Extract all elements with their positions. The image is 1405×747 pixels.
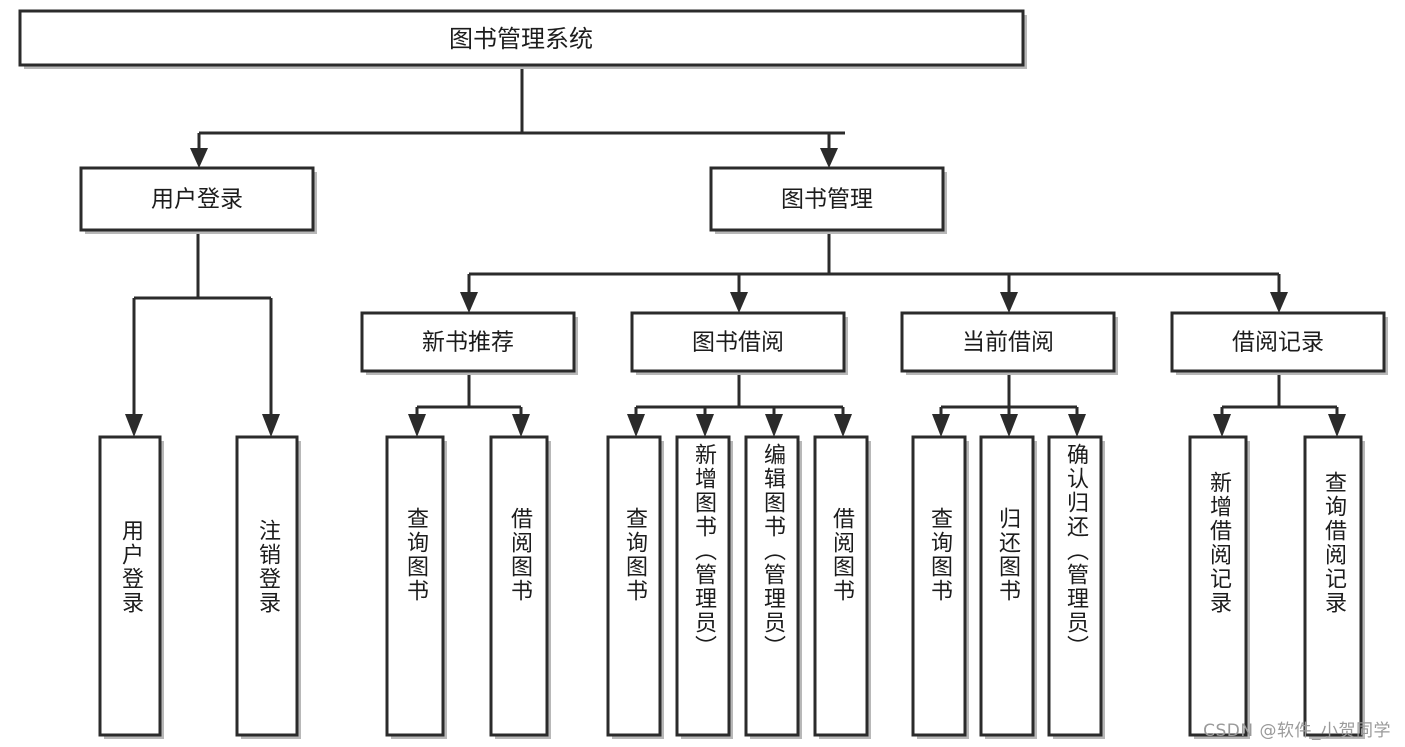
node-root[interactable]: 图书管理系统 bbox=[18, 9, 1027, 69]
node-book-management[interactable]: 图书管理 bbox=[709, 166, 947, 234]
node-user-login-label: 用户登录 bbox=[151, 187, 243, 213]
leaf-edit-book-admin-rect[interactable] bbox=[744, 435, 800, 737]
arrow-head-book-borrow bbox=[730, 292, 748, 313]
arrow-head-user-login bbox=[190, 148, 208, 168]
node-book-borrow-label: 图书借阅 bbox=[692, 330, 784, 356]
node-book-borrow[interactable]: 图书借阅 bbox=[630, 311, 848, 375]
node-root-rect bbox=[18, 9, 1025, 67]
node-book-management-rect bbox=[709, 166, 945, 232]
leaf-query-book-rec-rect[interactable] bbox=[385, 435, 445, 737]
node-current-borrow[interactable]: 当前借阅 bbox=[900, 311, 1118, 375]
arrow-head-leaf-query-book-borrow bbox=[627, 414, 645, 437]
arrow-head-leaf-edit-book-admin bbox=[765, 414, 783, 437]
node-current-borrow-rect bbox=[900, 311, 1116, 373]
node-user-login[interactable]: 用户登录 bbox=[79, 166, 317, 234]
leaf-confirm-return-admin-rect[interactable] bbox=[1047, 435, 1103, 737]
connector-layer bbox=[125, 66, 1346, 437]
arrow-head-leaf-borrow-book-rec bbox=[512, 414, 530, 437]
arrow-head-leaf-return-book bbox=[1000, 414, 1018, 437]
arrow-head-leaf-user-logout bbox=[262, 414, 280, 437]
leaf-user-login-rect[interactable] bbox=[98, 435, 162, 737]
leaf-borrow-book-rect[interactable] bbox=[813, 435, 869, 737]
arrow-head-current-borrow bbox=[1000, 292, 1018, 313]
arrow-head-leaf-add-borrow-record bbox=[1213, 414, 1231, 437]
arrow-head-new-book-recommend bbox=[460, 292, 478, 313]
node-new-book-recommend-rect bbox=[360, 311, 576, 373]
node-book-borrow-rect bbox=[630, 311, 846, 373]
leaf-query-book-current-rect[interactable] bbox=[911, 435, 967, 737]
node-user-login-rect bbox=[79, 166, 315, 232]
node-new-book-recommend[interactable]: 新书推荐 bbox=[360, 311, 578, 375]
arrow-head-leaf-add-book-admin bbox=[696, 414, 714, 437]
arrow-head-leaf-borrow-book bbox=[834, 414, 852, 437]
arrow-head-book-management bbox=[820, 148, 838, 168]
node-book-management-label: 图书管理 bbox=[781, 187, 873, 213]
leaf-borrow-book-rec-rect[interactable] bbox=[489, 435, 549, 737]
arrow-head-leaf-query-book-rec bbox=[408, 414, 426, 437]
node-borrow-record[interactable]: 借阅记录 bbox=[1170, 311, 1388, 375]
arrow-head-leaf-user-login bbox=[125, 414, 143, 437]
leaf-query-book-borrow-rect[interactable] bbox=[606, 435, 662, 737]
arrow-head-leaf-confirm-return-admin bbox=[1068, 414, 1086, 437]
leaf-return-book-rect[interactable] bbox=[979, 435, 1035, 737]
node-root-label: 图书管理系统 bbox=[449, 25, 593, 53]
node-borrow-record-rect bbox=[1170, 311, 1386, 373]
arrow-head-leaf-query-book-current bbox=[932, 414, 950, 437]
leaf-add-book-admin-rect[interactable] bbox=[675, 435, 731, 737]
arrow-head-leaf-query-borrow-record bbox=[1328, 414, 1346, 437]
leaf-add-borrow-record-rect[interactable] bbox=[1188, 435, 1248, 737]
leaf-query-borrow-record-rect[interactable] bbox=[1303, 435, 1363, 737]
node-current-borrow-label: 当前借阅 bbox=[962, 330, 1054, 356]
leaf-user-logout-rect[interactable] bbox=[235, 435, 299, 737]
leaf-box-group bbox=[98, 435, 1365, 739]
node-new-book-recommend-label: 新书推荐 bbox=[422, 330, 514, 356]
arrow-head-borrow-record bbox=[1270, 292, 1288, 313]
node-borrow-record-label: 借阅记录 bbox=[1232, 330, 1324, 356]
csdn-watermark: CSDN @软件_小贺同学 bbox=[1203, 721, 1391, 741]
